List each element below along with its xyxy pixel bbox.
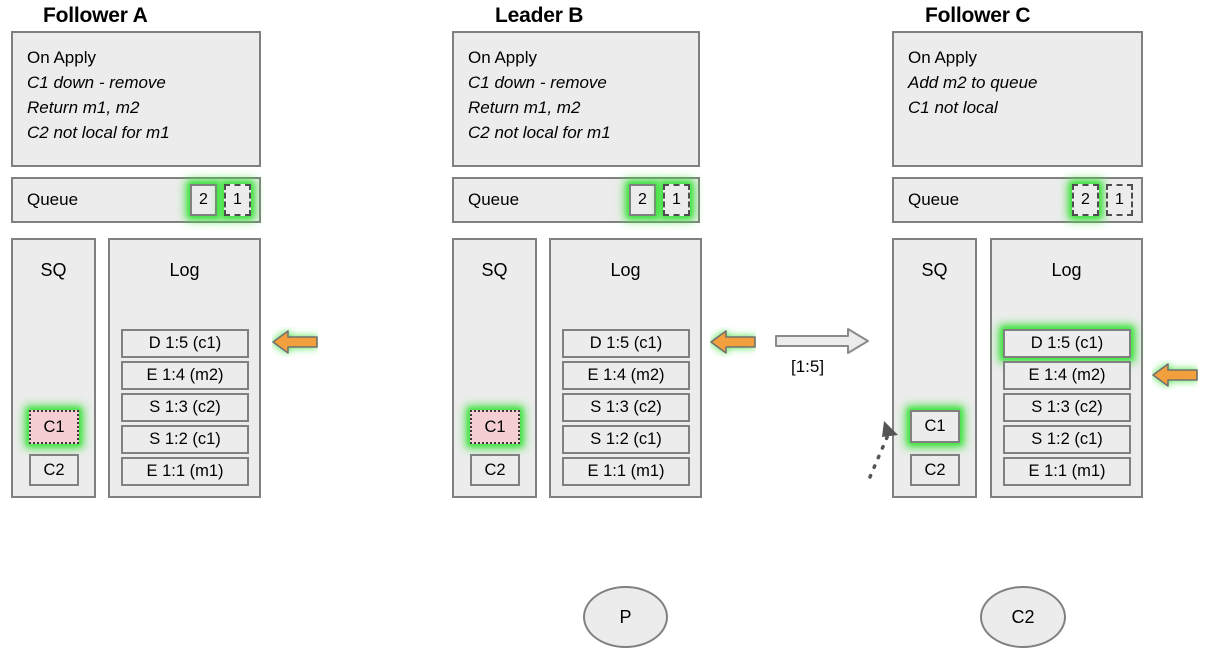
enqueue-dotted-arrow-icon	[862, 405, 922, 490]
column-title-follower-c: Follower C	[925, 4, 1031, 27]
replicate-arrow-label: [1:5]	[791, 357, 825, 376]
apply-line-1: C1 down - remove	[27, 73, 166, 92]
apply-line-3: C2 not local for m1	[27, 123, 170, 142]
sq-item-c2: C2	[470, 454, 520, 486]
apply-line-3: C2 not local for m1	[468, 123, 611, 142]
apply-line-2: Return m1, m2	[468, 98, 581, 117]
queue-box-leader-b: Queue 2 1	[452, 177, 700, 223]
client-node-p: P	[583, 586, 668, 648]
client-node-c2: C2	[980, 586, 1066, 648]
log-label: Log	[610, 260, 641, 280]
log-entry: D 1:5 (c1)	[1003, 329, 1131, 358]
queue-box-follower-c: Queue 2 1	[892, 177, 1143, 223]
apply-header: On Apply	[908, 48, 977, 67]
sq-item-c1: C1	[29, 410, 79, 444]
queue-items: 2 1	[190, 184, 251, 216]
log-entry: S 1:3 (c2)	[1003, 393, 1131, 422]
apply-box-leader-b: On Apply C1 down - remove Return m1, m2 …	[452, 31, 700, 167]
log-entry: E 1:1 (m1)	[121, 457, 249, 486]
apply-arrow-icon-leader-b	[710, 327, 756, 357]
sq-label: SQ	[921, 260, 948, 280]
log-entry: S 1:3 (c2)	[562, 393, 690, 422]
sq-label: SQ	[40, 260, 67, 280]
column-title-follower-a: Follower A	[43, 4, 148, 27]
queue-box-follower-a: Queue 2 1	[11, 177, 261, 223]
log-entry: E 1:1 (m1)	[1003, 457, 1131, 486]
queue-cell: 1	[663, 184, 690, 216]
apply-box-follower-a: On Apply C1 down - remove Return m1, m2 …	[11, 31, 261, 167]
queue-cell: 2	[1072, 184, 1099, 216]
sq-item-c2: C2	[910, 454, 960, 486]
apply-arrow-icon-follower-a	[272, 327, 318, 357]
log-label: Log	[169, 260, 200, 280]
apply-line-1: Add m2 to queue	[908, 73, 1038, 92]
queue-items: 2 1	[1072, 184, 1133, 216]
apply-line-1: C1 down - remove	[468, 73, 607, 92]
apply-arrow-icon-follower-c	[1152, 360, 1198, 390]
column-title-leader-b: Leader B	[495, 4, 584, 27]
apply-line-2: Return m1, m2	[27, 98, 140, 117]
log-entry: D 1:5 (c1)	[121, 329, 249, 358]
queue-label: Queue	[27, 190, 79, 209]
queue-cell: 1	[1106, 184, 1133, 216]
apply-header: On Apply	[468, 48, 537, 67]
sq-item-c1: C1	[470, 410, 520, 444]
sq-label: SQ	[481, 260, 508, 280]
log-entry: S 1:2 (c1)	[562, 425, 690, 454]
queue-cell: 1	[224, 184, 251, 216]
log-label: Log	[1051, 260, 1082, 280]
log-entry: E 1:4 (m2)	[121, 361, 249, 390]
log-entry: E 1:4 (m2)	[1003, 361, 1131, 390]
apply-box-follower-c: On Apply Add m2 to queue C1 not local	[892, 31, 1143, 167]
log-entry: S 1:2 (c1)	[121, 425, 249, 454]
log-entry: S 1:3 (c2)	[121, 393, 249, 422]
log-entry: E 1:1 (m1)	[562, 457, 690, 486]
queue-cell: 2	[190, 184, 217, 216]
apply-line-2: C1 not local	[908, 98, 998, 117]
sq-box-follower-c: SQ	[892, 238, 977, 498]
sq-item-c1: C1	[910, 410, 960, 443]
sq-item-c2: C2	[29, 454, 79, 486]
queue-label: Queue	[908, 190, 960, 209]
replicate-arrow-icon	[775, 326, 869, 356]
log-entry: E 1:4 (m2)	[562, 361, 690, 390]
log-entry: D 1:5 (c1)	[562, 329, 690, 358]
log-entry: S 1:2 (c1)	[1003, 425, 1131, 454]
queue-label: Queue	[468, 190, 520, 209]
queue-items: 2 1	[629, 184, 690, 216]
queue-cell: 2	[629, 184, 656, 216]
apply-header: On Apply	[27, 48, 96, 67]
